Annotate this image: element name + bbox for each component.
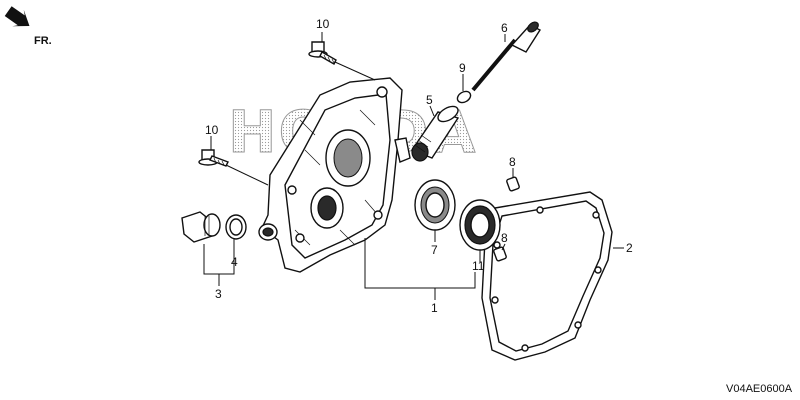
callout-10-lower: 10	[205, 123, 219, 137]
callout-4: 4	[231, 255, 238, 269]
flange-bolt-lower	[198, 149, 229, 167]
dowel-pin-lower	[493, 246, 507, 262]
callout-9: 9	[459, 61, 466, 75]
dowel-pin-upper	[506, 176, 520, 192]
ball-bearing	[459, 199, 501, 251]
crankcase-cover	[258, 77, 411, 273]
drain-plug-washer	[225, 214, 247, 240]
oil-dipstick	[471, 21, 542, 92]
callout-3: 3	[215, 287, 222, 301]
o-ring	[456, 90, 472, 104]
cover-gasket	[481, 191, 613, 361]
flange-bolt-upper	[308, 41, 337, 65]
callout-1: 1	[431, 301, 438, 315]
callout-7: 7	[431, 243, 438, 257]
oil-seal	[414, 179, 456, 231]
callout-6: 6	[501, 21, 508, 35]
callout-10-upper: 10	[316, 17, 330, 31]
drain-plug	[181, 211, 221, 243]
callout-2: 2	[626, 241, 633, 255]
callout-8-lower: 8	[501, 231, 508, 245]
front-direction-arrow-icon	[4, 6, 30, 27]
oil-filler-neck	[410, 105, 460, 162]
front-direction-label: FR.	[34, 35, 52, 47]
diagram-code: V04AE0600A	[726, 383, 793, 395]
leader-lines	[203, 32, 624, 300]
callout-5: 5	[426, 93, 433, 107]
callout-8-upper: 8	[509, 155, 516, 169]
callout-11: 11	[472, 259, 485, 273]
